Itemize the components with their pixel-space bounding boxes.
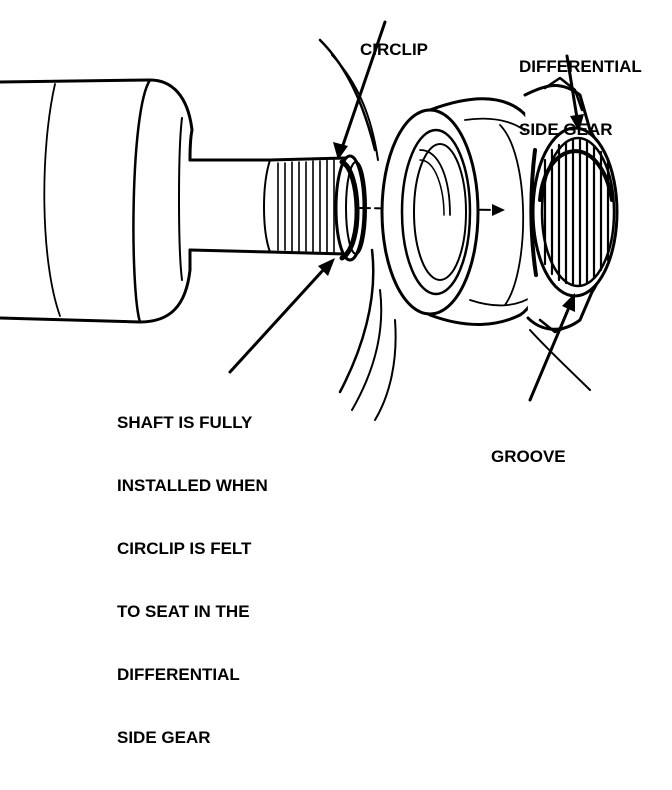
differential-side-gear: [523, 76, 619, 334]
shaft-note-line-3: CIRCLIP IS FELT: [117, 539, 252, 558]
circlip-ring: [334, 154, 367, 262]
leader-lines: [228, 20, 584, 402]
shaft-splines: [263, 156, 347, 256]
axle-shaft: [0, 78, 272, 324]
shaft-note-line-1: SHAFT IS FULLY: [117, 413, 253, 432]
shaft-installation-note: SHAFT IS FULLY INSTALLED WHEN CIRCLIP IS…: [117, 370, 268, 790]
shaft-note-line-2: INSTALLED WHEN: [117, 476, 268, 495]
groove-label: GROOVE: [491, 404, 566, 509]
differential-side-gear-label: DIFFERENTIAL SIDE GEAR: [519, 14, 642, 182]
diagram-drawing: [0, 20, 619, 421]
shaft-note-line-4: TO SEAT IN THE: [117, 602, 250, 621]
side-gear-label-line-1: DIFFERENTIAL: [519, 57, 642, 76]
housing-outline: [318, 38, 591, 421]
circlip-label: CIRCLIP: [360, 0, 428, 102]
shaft-note-line-5: DIFFERENTIAL: [117, 665, 240, 684]
side-gear-label-line-2: SIDE GEAR: [519, 120, 613, 139]
groove-label-text: GROOVE: [491, 447, 566, 466]
shaft-note-line-6: SIDE GEAR: [117, 728, 211, 747]
differential-installation-diagram: CIRCLIP DIFFERENTIAL SIDE GEAR GROOVE SH…: [0, 0, 642, 747]
circlip-label-text: CIRCLIP: [360, 40, 428, 59]
